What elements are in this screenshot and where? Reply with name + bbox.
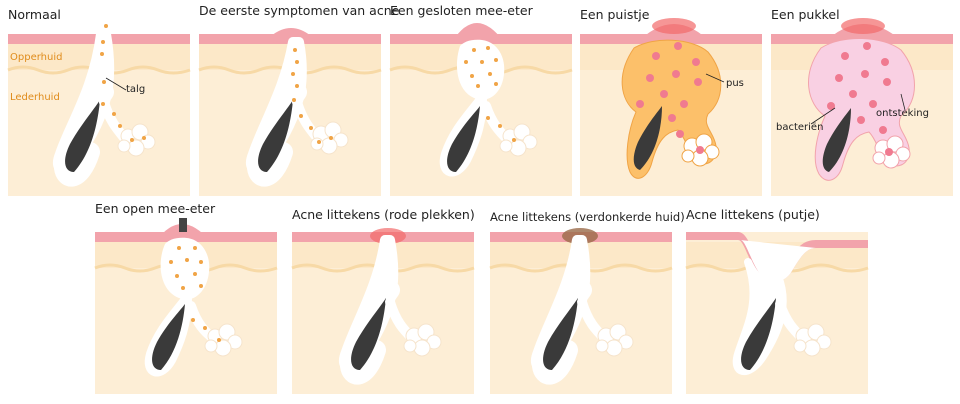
sebum-gland-icon: [793, 323, 832, 357]
sebum-gland-icon: [681, 133, 720, 167]
label-ontsteking: ontsteking: [876, 108, 929, 119]
skin-illustration: [771, 18, 953, 196]
skin-illustration: [198, 28, 382, 196]
sebum-gland-icon: [204, 323, 243, 357]
sebum-gland-icon: [499, 123, 538, 157]
panel-title: Een open mee-eter: [95, 201, 216, 216]
skin-illustration: [94, 218, 278, 394]
sebum-gland-icon: [595, 323, 634, 357]
skin-illustration: [389, 23, 573, 196]
skin-illustration: [291, 228, 475, 394]
sebum-gland-icon: [117, 123, 156, 157]
panel-title: Normaal: [8, 7, 61, 22]
hair-icon: [152, 304, 185, 370]
skin-illustration: [7, 24, 191, 196]
hair-icon: [258, 100, 293, 172]
sebum-gland-icon: [872, 135, 911, 169]
label-talg: talg: [126, 84, 146, 95]
panel-title: Acne littekens (putje): [686, 207, 820, 222]
sebum-gland-icon: [403, 323, 442, 357]
skin-illustration: [685, 232, 869, 394]
hair-icon: [65, 100, 100, 172]
layer-label-lederhuid: Lederhuid: [10, 92, 60, 103]
panel-title: Acne littekens (rode plekken): [292, 207, 475, 222]
panel-title: Acne littekens (verdonkerde huid): [490, 210, 685, 224]
layer-label-opperhuid: Opperhuid: [10, 52, 63, 63]
bacteria-icon: [636, 42, 704, 154]
hair-icon: [633, 106, 662, 170]
label-pus: pus: [726, 78, 744, 89]
panel-title: Een puistje: [580, 7, 650, 22]
hair-icon: [351, 298, 386, 370]
skin-illustration: [489, 228, 673, 394]
bacteria-icon: [827, 42, 893, 156]
panel-title: Een gesloten mee-eter: [390, 3, 533, 18]
hair-icon: [741, 298, 776, 370]
hair-icon: [543, 298, 578, 370]
skin-illustration: [580, 18, 762, 196]
panel-title: Een pukkel: [771, 7, 840, 22]
label-bacterien: bacteriën: [776, 122, 824, 133]
panel-title: De eerste symptomen van acne: [199, 3, 400, 18]
hair-icon: [447, 106, 480, 172]
hair-icon: [822, 108, 851, 172]
